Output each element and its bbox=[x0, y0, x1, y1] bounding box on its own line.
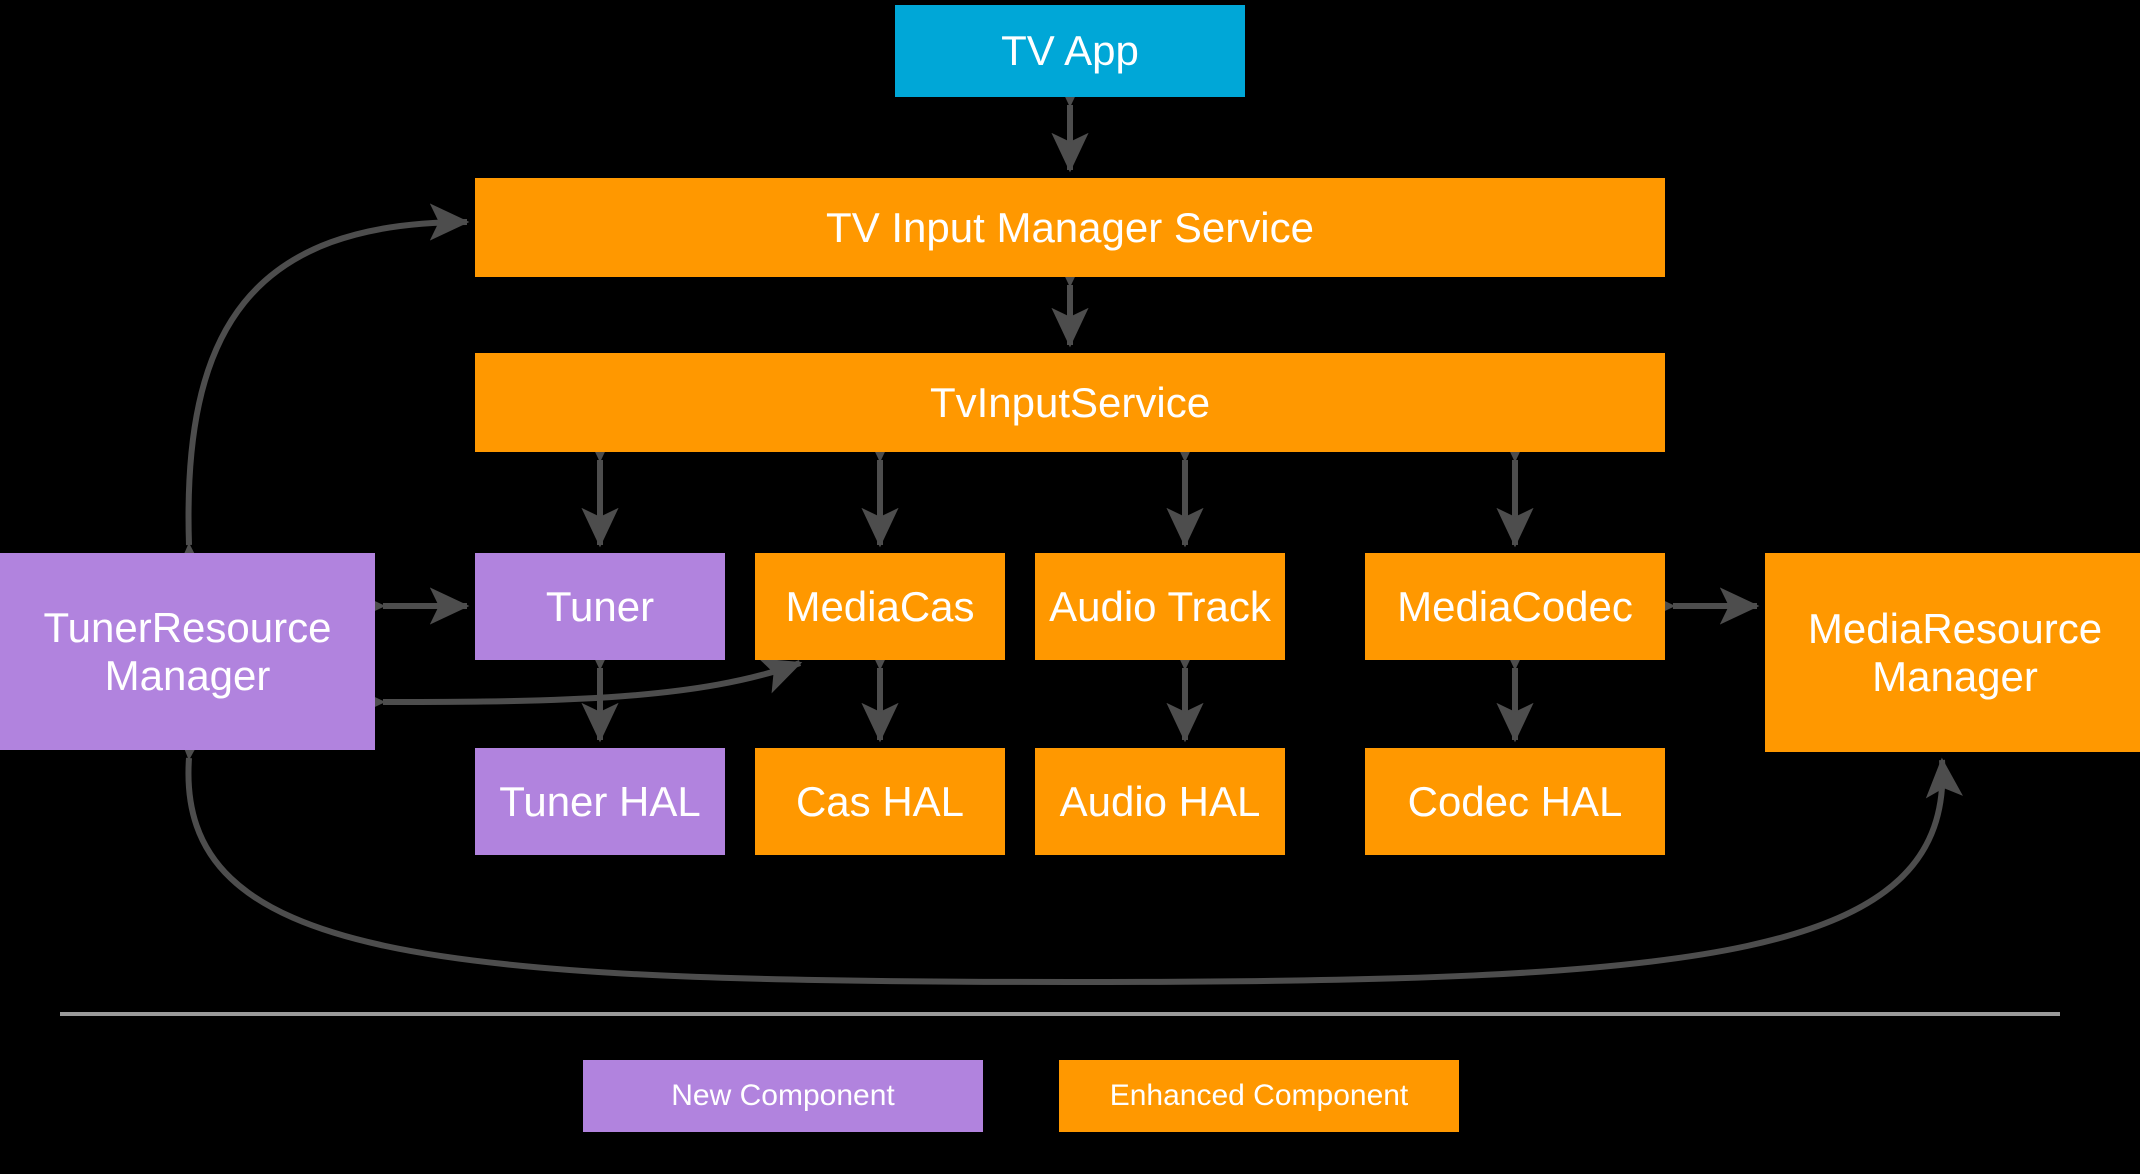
node-tv-app[interactable]: TV App bbox=[895, 5, 1245, 97]
node-media-resource-manager[interactable]: MediaResource Manager bbox=[1765, 553, 2140, 752]
node-media-codec[interactable]: MediaCodec bbox=[1365, 553, 1665, 660]
node-tv-input-manager-service[interactable]: TV Input Manager Service bbox=[475, 178, 1665, 277]
node-tuner-resource-manager[interactable]: TunerResource Manager bbox=[0, 553, 375, 750]
node-tuner[interactable]: Tuner bbox=[475, 553, 725, 660]
node-codec-hal[interactable]: Codec HAL bbox=[1365, 748, 1665, 855]
connector-tuner-resource-manager--tv-input-manager-service bbox=[171, 203, 470, 583]
node-cas-hal[interactable]: Cas HAL bbox=[755, 748, 1005, 855]
node-tuner-hal[interactable]: Tuner HAL bbox=[475, 748, 725, 855]
legend-divider bbox=[60, 1012, 2060, 1016]
legend-item-enhanced-component: Enhanced Component bbox=[1059, 1060, 1459, 1132]
node-audio-hal[interactable]: Audio HAL bbox=[1035, 748, 1285, 855]
node-audio-track[interactable]: Audio Track bbox=[1035, 553, 1285, 660]
node-media-cas[interactable]: MediaCas bbox=[755, 553, 1005, 660]
node-tv-input-service[interactable]: TvInputService bbox=[475, 353, 1665, 452]
legend-item-new-component: New Component bbox=[583, 1060, 983, 1132]
connector-tuner-resource-manager--media-cas bbox=[345, 658, 803, 721]
